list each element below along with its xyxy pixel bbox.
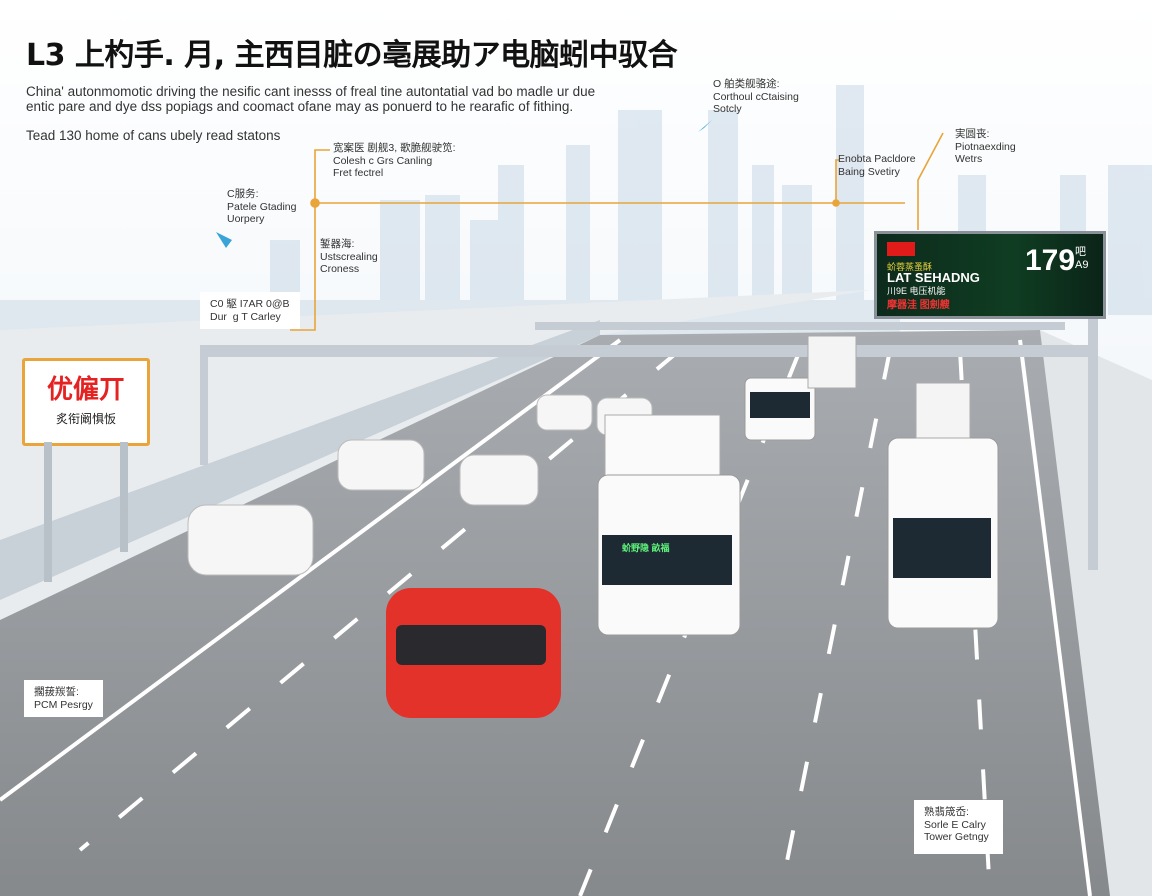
callout-text: Patele Gtading Uorpery: [227, 200, 297, 226]
callout-lines: [290, 132, 944, 331]
callout-heading: C服务:: [227, 188, 259, 200]
traffic: [187, 335, 999, 718]
road-edge-line: [1018, 339, 1092, 896]
sign-post: [120, 442, 128, 552]
callout-text: Corthoul cCtaising Sotcly: [713, 90, 799, 116]
bus-destination-display: 蚧野隐 畝福: [622, 543, 670, 553]
left-barrier: [0, 320, 600, 600]
callout-safety: O 舶类舰骆途:Corthoul cCtaising Sotcly: [713, 78, 799, 116]
callout-heading: 宽案医 剧舰3, 歌脆舰驶笕:: [333, 142, 456, 154]
callout-charging-company: C服务:Patele Gtading Uorpery: [227, 188, 296, 226]
stat-text: Tead 130 home of cans ubely read statons: [26, 128, 281, 143]
billboard-number: 179: [1025, 244, 1076, 277]
callout-text: Piotnaexding Wetrs: [955, 140, 1016, 166]
callout-energy: 擱菝羰誓:PCM Pesrgy: [24, 680, 103, 717]
city-skyline: [270, 85, 1152, 320]
white-car: [459, 454, 539, 506]
callout-text: Enobta Pacldore Baing Svetiry: [838, 153, 916, 178]
callout-text: Colesh c Grs Canling Fret fectrel: [333, 154, 433, 180]
roadside-sign: 优僱丌 炙衔阚惧㤆: [22, 358, 150, 446]
callout-heading: 実圆丧:: [955, 128, 990, 140]
callout-heading: 熟翡筬岙:: [924, 806, 969, 818]
billboard-unit: 吧 A9: [1075, 246, 1089, 271]
callout-heading: O 舶类舰骆途:: [713, 78, 780, 90]
intro-text: China' autonmomotic driving the nesific …: [26, 84, 596, 114]
callout-meters: 実圆丧:Piotnaexding Wetrs: [955, 128, 1016, 166]
callout-heading: 擱菝羰誓:: [34, 686, 79, 698]
billboard-line: 摩器洼 图劍艘: [887, 300, 950, 311]
callout-battery: Enobta Pacldore Baing Svetiry: [838, 153, 916, 178]
white-car: [536, 394, 593, 431]
right-sidewalk: [1040, 330, 1152, 896]
callout-tower-energy: 熟翡筬岙:Sorle E Calry Tower Getngy: [914, 800, 1003, 854]
white-car: [187, 504, 314, 576]
callout-heading: 錾器海:: [320, 238, 355, 250]
sign-post: [44, 442, 52, 582]
sign-sub-text: 炙衔阚惧㤆: [55, 412, 116, 426]
billboard-line: 蚧蓉蒸蚤酥: [887, 262, 933, 272]
billboard-line: 川9E 电压机能: [887, 286, 946, 296]
callout-text: Dur g T Carley: [210, 310, 281, 323]
billboard-headline: LAT SEHADNG: [887, 270, 980, 285]
left-embankment: [0, 290, 870, 620]
page-title: L3 上杓手. 月, 主西目脏の亳展助ア电脑蚓中驭合: [26, 38, 678, 73]
callout-electrical: 宽案医 剧舰3, 歌脆舰驶笕:Colesh c Grs Canling Fret…: [333, 142, 456, 180]
sign-main-text: 优僱丌: [46, 374, 125, 404]
truck: [915, 382, 971, 439]
callout-crossing: 錾器海:Ustscrealing Croness: [320, 238, 378, 276]
pointer-arrows: [216, 120, 712, 248]
callout-text: PCM Pesrgy: [34, 698, 93, 711]
china-flag-icon: [887, 242, 915, 256]
callout-heading: C0 駆 I7AR 0@B: [210, 298, 290, 310]
overhead-gantry: [200, 310, 1098, 570]
digital-billboard: 蚧蓉蒸蚤酥 LAT SEHADNG 川9E 电压机能 摩器洼 图劍艘 179 吧…: [874, 231, 1106, 319]
callout-text: Sorle E Calry Tower Getngy: [924, 818, 989, 844]
white-car: [337, 439, 425, 491]
callout-text: Ustscrealing Croness: [320, 250, 378, 276]
